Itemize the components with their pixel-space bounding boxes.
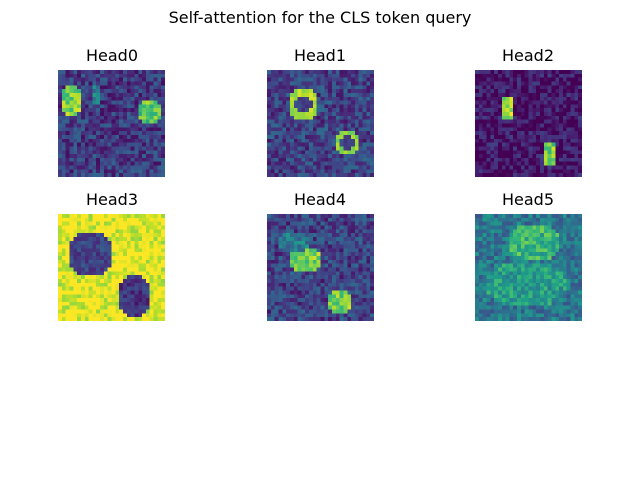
heatmap-head3	[58, 214, 165, 321]
heatmap-head1	[267, 70, 374, 177]
panel-title-head2: Head2	[501, 46, 554, 65]
heatmap-head5	[475, 214, 582, 321]
panel-title-head3: Head3	[85, 190, 138, 209]
figure-title: Self-attention for the CLS token query	[168, 8, 472, 27]
panel-title-head4: Head4	[293, 190, 346, 209]
panel-title-head5: Head5	[501, 190, 554, 209]
heatmap-head0	[58, 70, 165, 177]
heatmap-head2	[475, 70, 582, 177]
panel-title-head1: Head1	[293, 46, 346, 65]
panel-title-head0: Head0	[85, 46, 138, 65]
heatmap-head4	[267, 214, 374, 321]
